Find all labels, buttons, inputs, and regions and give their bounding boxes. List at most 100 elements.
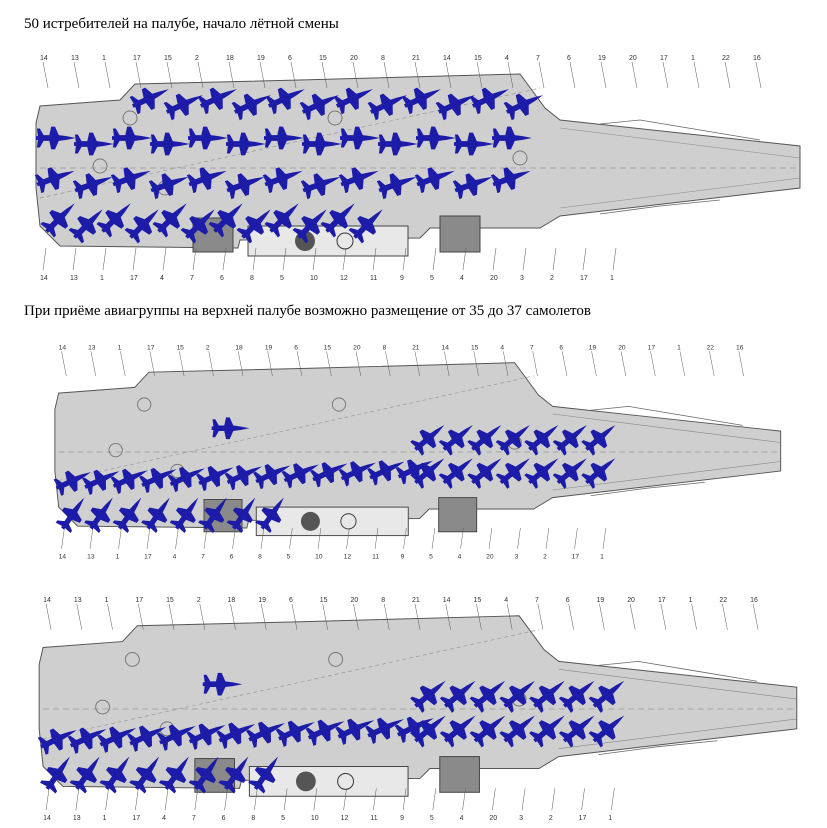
- aircraft-icon: [129, 756, 160, 794]
- callout-number: 3: [520, 275, 524, 282]
- aircraft-icon: [529, 680, 565, 713]
- callout-leader: [164, 788, 169, 811]
- callout-leader: [346, 527, 350, 549]
- aircraft-icon: [156, 724, 196, 751]
- callout-leader: [260, 527, 265, 549]
- callout-leader: [237, 351, 244, 377]
- callout-leader: [709, 351, 715, 377]
- callout-leader: [402, 247, 407, 271]
- callout-number: 6: [566, 597, 570, 604]
- aircraft-icon: [588, 680, 625, 713]
- aircraft-icon: [367, 460, 405, 486]
- deck-fixture: [122, 110, 138, 126]
- callout-number: 11: [370, 815, 377, 822]
- callout-leader: [373, 788, 377, 811]
- callout-leader: [602, 527, 607, 549]
- callout-number: 2: [549, 815, 553, 822]
- callout-leader: [89, 527, 94, 549]
- callout-number: 1: [691, 55, 695, 62]
- aircraft-icon: [211, 417, 250, 440]
- callout-leader: [383, 61, 390, 89]
- aircraft-icon: [264, 203, 299, 238]
- callout-leader: [42, 247, 47, 271]
- aircraft-icon: [218, 756, 249, 794]
- callout-number: 14: [43, 815, 51, 822]
- callout-number: 1: [608, 815, 612, 822]
- aircraft-icon: [552, 458, 587, 489]
- aircraft-icon: [416, 126, 456, 150]
- callout-number: 4: [160, 275, 164, 282]
- aircraft-icon: [281, 463, 319, 489]
- callout-number: 12: [340, 275, 348, 282]
- callout-number: 3: [519, 815, 523, 822]
- callout-number: 20: [629, 55, 637, 62]
- angled-deck-line: [43, 629, 540, 740]
- callout-leader: [72, 247, 77, 271]
- aircraft-icon: [395, 459, 433, 485]
- callout-number: 19: [265, 344, 273, 351]
- callout-leader: [313, 788, 318, 811]
- aircraft-icon: [410, 458, 445, 489]
- callout-number: 13: [71, 55, 79, 62]
- callout-leader: [166, 61, 173, 89]
- callout-number: 17: [648, 344, 656, 351]
- deck-fixture: [108, 442, 123, 458]
- callout-number: 22: [719, 597, 727, 604]
- callout-number: 13: [87, 553, 95, 560]
- aircraft-icon: [338, 461, 376, 487]
- angled-deck-line: [58, 375, 534, 481]
- aircraft-icon: [246, 721, 286, 748]
- callout-number: 8: [381, 55, 385, 62]
- callout-leader: [521, 788, 526, 811]
- callout-number: 20: [489, 815, 497, 822]
- callout-leader: [591, 351, 597, 377]
- aircraft-icon: [401, 87, 441, 115]
- callout-leader: [384, 603, 390, 630]
- callout-number: 22: [707, 344, 715, 351]
- callout-number: 20: [486, 553, 494, 560]
- callout-leader: [581, 788, 585, 811]
- callout-leader: [353, 603, 359, 630]
- callout-leader: [414, 351, 420, 377]
- aircraft-icon: [435, 93, 475, 121]
- callout-number: 21: [412, 597, 420, 604]
- callout-leader: [738, 351, 744, 377]
- callout-leader: [259, 61, 266, 89]
- callout-leader: [755, 61, 762, 89]
- aircraft-elevator-fwd: [439, 215, 481, 253]
- callout-leader: [679, 351, 685, 377]
- deck-edge-detail: [599, 119, 761, 215]
- caption-top: 50 истребителей на палубе, начало лётной…: [24, 16, 339, 32]
- deck-fixture: [328, 651, 344, 667]
- callout-leader: [660, 603, 667, 630]
- callout-number: 19: [589, 344, 597, 351]
- callout-number: 22: [722, 55, 730, 62]
- aircraft-icon: [67, 727, 107, 754]
- callout-leader: [261, 603, 267, 630]
- callout-leader: [568, 603, 574, 630]
- callout-leader: [42, 61, 49, 89]
- callout-number: 17: [580, 275, 588, 282]
- aircraft-icon: [469, 87, 509, 115]
- callout-leader: [532, 351, 538, 377]
- callout-leader: [462, 247, 467, 271]
- aircraft-icon: [226, 132, 266, 156]
- callout-number: 9: [400, 275, 404, 282]
- callout-number: 20: [350, 55, 358, 62]
- aircraft-icon: [410, 424, 445, 456]
- callout-leader: [724, 61, 731, 89]
- aircraft-icon: [467, 424, 502, 456]
- callout-number: 8: [381, 597, 385, 604]
- callout-leader: [312, 247, 317, 271]
- callout-number: 17: [658, 597, 666, 604]
- callout-number: 13: [74, 597, 82, 604]
- callout-leader: [522, 247, 527, 271]
- callout-leader: [179, 351, 185, 377]
- aircraft-icon: [53, 470, 91, 496]
- callout-number: 1: [689, 597, 693, 604]
- callout-leader: [612, 247, 617, 271]
- callout-leader: [517, 527, 521, 549]
- callout-number: 7: [535, 597, 539, 604]
- callout-number: 1: [103, 815, 107, 822]
- aircraft-icon: [454, 132, 494, 156]
